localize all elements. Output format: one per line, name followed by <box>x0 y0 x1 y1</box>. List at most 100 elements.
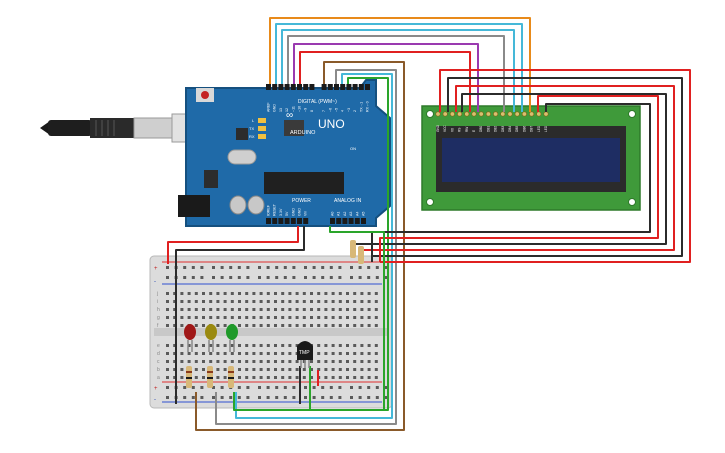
digital-pin[interactable] <box>309 84 315 90</box>
breadboard-hole[interactable] <box>367 308 371 311</box>
breadboard-hole[interactable] <box>180 344 184 347</box>
analog-pin[interactable] <box>330 218 335 224</box>
breadboard-hole[interactable] <box>187 308 191 311</box>
rail-hole[interactable] <box>321 266 325 269</box>
breadboard-hole[interactable] <box>266 292 270 295</box>
breadboard-hole[interactable] <box>281 376 285 379</box>
lcd-pin[interactable] <box>464 111 470 117</box>
breadboard-hole[interactable] <box>245 344 249 347</box>
breadboard-hole[interactable] <box>238 360 241 363</box>
breadboard-hole[interactable] <box>274 316 277 319</box>
breadboard-hole[interactable] <box>360 352 364 355</box>
rail-hole[interactable] <box>191 266 195 269</box>
breadboard-hole[interactable] <box>353 324 357 327</box>
breadboard-hole[interactable] <box>338 360 342 363</box>
breadboard-hole[interactable] <box>302 368 306 371</box>
rail-hole[interactable] <box>358 386 362 389</box>
breadboard-hole[interactable] <box>194 324 198 327</box>
rail-hole[interactable] <box>166 276 169 279</box>
breadboard-hole[interactable] <box>281 344 285 347</box>
breadboard-hole[interactable] <box>223 292 227 295</box>
breadboard-hole[interactable] <box>317 324 321 327</box>
rail-hole[interactable] <box>350 266 353 269</box>
breadboard-hole[interactable] <box>281 292 285 295</box>
breadboard-hole[interactable] <box>216 368 220 371</box>
breadboard-hole[interactable] <box>310 308 313 311</box>
rail-hole[interactable] <box>229 396 233 399</box>
breadboard-hole[interactable] <box>281 300 285 303</box>
breadboard-hole[interactable] <box>331 376 335 379</box>
breadboard-hole[interactable] <box>310 368 313 371</box>
rail-hole[interactable] <box>229 266 233 269</box>
arduino-uno-board[interactable]: UNO ARDUINO ∞ DIGITAL (PWM~) POWER ANALO… <box>178 79 391 227</box>
breadboard-hole[interactable] <box>324 344 328 347</box>
breadboard-hole[interactable] <box>173 376 177 379</box>
lcd-pin[interactable] <box>457 111 463 117</box>
power-pin[interactable] <box>284 218 290 224</box>
breadboard-hole[interactable] <box>324 376 328 379</box>
breadboard-hole[interactable] <box>324 324 328 327</box>
breadboard-hole[interactable] <box>310 376 313 379</box>
breadboard-hole[interactable] <box>367 352 371 355</box>
rail-hole[interactable] <box>191 276 195 279</box>
breadboard-hole[interactable] <box>173 368 177 371</box>
breadboard-hole[interactable] <box>374 324 378 327</box>
breadboard-hole[interactable] <box>360 376 364 379</box>
rail-hole[interactable] <box>191 396 195 399</box>
breadboard-hole[interactable] <box>367 324 371 327</box>
digital-pin-header[interactable] <box>266 84 370 90</box>
breadboard-hole[interactable] <box>346 376 349 379</box>
breadboard-hole[interactable] <box>338 352 342 355</box>
digital-pin[interactable] <box>365 84 370 90</box>
rail-hole[interactable] <box>200 396 204 399</box>
breadboard-hole[interactable] <box>202 308 205 311</box>
rail-hole[interactable] <box>321 396 325 399</box>
breadboard-hole[interactable] <box>360 316 364 319</box>
breadboard-hole[interactable] <box>338 376 342 379</box>
rail-hole[interactable] <box>266 276 270 279</box>
breadboard-hole[interactable] <box>238 344 241 347</box>
rail-hole[interactable] <box>338 276 342 279</box>
rail-hole[interactable] <box>375 396 379 399</box>
breadboard-hole[interactable] <box>166 316 169 319</box>
breadboard-hole[interactable] <box>374 292 378 295</box>
breadboard-hole[interactable] <box>202 292 205 295</box>
breadboard-hole[interactable] <box>274 376 277 379</box>
breadboard-hole[interactable] <box>194 344 198 347</box>
breadboard-hole[interactable] <box>173 308 177 311</box>
breadboard-hole[interactable] <box>367 368 371 371</box>
rail-hole[interactable] <box>321 386 325 389</box>
breadboard-hole[interactable] <box>360 292 364 295</box>
breadboard-hole[interactable] <box>310 360 313 363</box>
breadboard-hole[interactable] <box>331 292 335 295</box>
rail-hole[interactable] <box>246 266 250 269</box>
rail-hole[interactable] <box>246 276 250 279</box>
digital-pin[interactable] <box>284 84 290 90</box>
breadboard-hole[interactable] <box>230 352 234 355</box>
rail-hole[interactable] <box>258 266 261 269</box>
rail-hole[interactable] <box>329 396 333 399</box>
digital-pin[interactable] <box>303 84 309 90</box>
breadboard-hole[interactable] <box>353 344 357 347</box>
breadboard-hole[interactable] <box>360 368 364 371</box>
breadboard-hole[interactable] <box>295 292 299 295</box>
breadboard-hole[interactable] <box>194 352 198 355</box>
rail-hole[interactable] <box>312 266 316 269</box>
breadboard-hole[interactable] <box>230 344 234 347</box>
analog-pin[interactable] <box>348 218 354 224</box>
breadboard-hole[interactable] <box>353 308 357 311</box>
breadboard-hole[interactable] <box>317 308 321 311</box>
rail-hole[interactable] <box>212 266 215 269</box>
breadboard-hole[interactable] <box>252 360 256 363</box>
breadboard-hole[interactable] <box>317 344 321 347</box>
breadboard-hole[interactable] <box>367 292 371 295</box>
breadboard-hole[interactable] <box>374 360 378 363</box>
breadboard-hole[interactable] <box>324 292 328 295</box>
breadboard-hole[interactable] <box>252 324 256 327</box>
breadboard-hole[interactable] <box>166 368 169 371</box>
rail-hole[interactable] <box>200 276 204 279</box>
breadboard-hole[interactable] <box>324 308 328 311</box>
rail-hole[interactable] <box>292 396 296 399</box>
rail-hole[interactable] <box>220 266 224 269</box>
breadboard-hole[interactable] <box>180 292 184 295</box>
